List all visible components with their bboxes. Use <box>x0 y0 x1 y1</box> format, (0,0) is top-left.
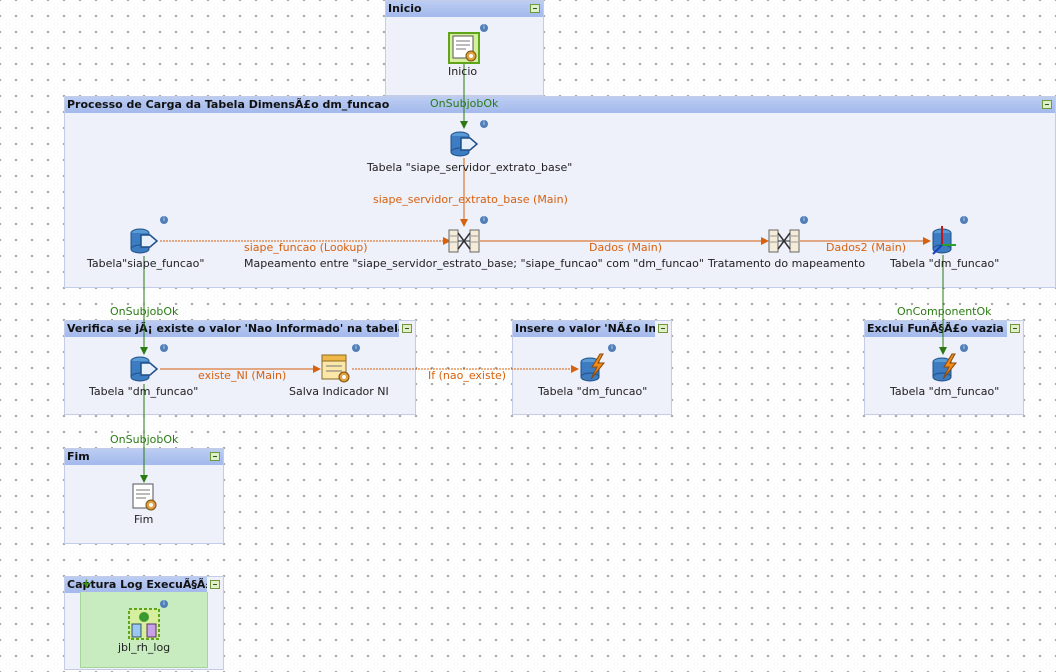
component-jbl-rh-log[interactable] <box>128 608 160 640</box>
postjob-document-icon <box>132 483 157 511</box>
info-icon: i <box>480 120 488 128</box>
info-icon: i <box>160 216 168 224</box>
component-inicio[interactable] <box>448 32 480 64</box>
subjob-title: Verifica se jÃ¡ existe o valor 'Nao Info… <box>65 321 399 337</box>
link-label-onsubjobok[interactable]: OnSubjobOk <box>110 305 179 318</box>
component-label: Tabela "dm_funcao" <box>538 385 648 398</box>
component-label: Tratamento do mapeamento <box>708 257 866 270</box>
link-label-if-nao-existe[interactable]: If (nao_existe) <box>428 369 507 382</box>
link-label-onsubjobok[interactable]: OnSubjobOk <box>430 97 499 110</box>
move-handle-icon[interactable]: + <box>81 577 92 592</box>
set-global-var-icon <box>321 354 350 383</box>
collapse-icon[interactable] <box>1010 324 1020 333</box>
component-tabela-dm-funcao-exclui[interactable] <box>928 353 960 385</box>
info-icon: i <box>160 600 168 608</box>
link-label-servidor-main[interactable]: siape_servidor_extrato_base (Main) <box>373 193 568 206</box>
subjob-title: Insere o valor 'NÃ£o In... <box>513 321 655 337</box>
link-label-dados2-main[interactable]: Dados2 (Main) <box>826 241 906 254</box>
link-label-existe-ni[interactable]: existe_NI (Main) <box>198 369 287 382</box>
component-tratamento[interactable] <box>768 225 800 257</box>
component-tabela-dm-funcao-output[interactable] <box>928 225 960 257</box>
prejob-document-icon <box>448 32 480 64</box>
info-icon: i <box>480 216 488 224</box>
info-icon: i <box>608 344 616 352</box>
component-label: Inicio <box>448 65 478 78</box>
link-label-dados-main[interactable]: Dados (Main) <box>589 241 662 254</box>
info-icon: i <box>960 216 968 224</box>
component-mapeamento[interactable] <box>448 225 480 257</box>
component-tabela-servidor[interactable] <box>448 128 480 160</box>
component-label: Tabela "siape_servidor_extrato_base" <box>367 161 573 174</box>
subjob-title: Captura Log ExecuÃ§Ã£o <box>65 577 207 593</box>
collapse-icon[interactable] <box>210 580 220 589</box>
collapse-icon[interactable] <box>1042 100 1052 109</box>
subjob-verifica[interactable]: Verifica se jÃ¡ existe o valor 'Nao Info… <box>64 320 416 415</box>
collapse-icon[interactable] <box>210 452 220 461</box>
link-label-oncomponentok[interactable]: OnComponentOk <box>897 305 992 318</box>
component-label: Tabela"siape_funcao" <box>87 257 205 270</box>
collapse-icon[interactable] <box>658 324 668 333</box>
collapse-icon[interactable] <box>530 4 540 13</box>
tmap-icon <box>448 229 480 253</box>
component-label: Mapeamento entre "siape_servidor_estrato… <box>244 257 704 270</box>
collapse-icon[interactable] <box>402 324 412 333</box>
info-icon: i <box>480 24 488 32</box>
db-input-icon <box>450 131 479 157</box>
component-label: Salva Indicador NI <box>289 385 389 398</box>
link-label-onsubjobok[interactable]: OnSubjobOk <box>110 433 179 446</box>
info-icon: i <box>800 216 808 224</box>
component-tabela-dm-funcao-input[interactable] <box>128 353 160 385</box>
component-tabela-dm-funcao-insere[interactable] <box>576 353 608 385</box>
info-icon: i <box>352 344 360 352</box>
db-row-icon <box>580 353 606 382</box>
component-label: Fim <box>134 513 154 526</box>
db-input-icon <box>130 228 159 254</box>
db-row-icon <box>932 353 958 382</box>
info-icon: i <box>960 344 968 352</box>
db-output-icon <box>932 226 956 255</box>
component-label: Tabela "dm_funcao" <box>89 385 199 398</box>
subjob-processo[interactable]: Processo de Carga da Tabela DimensÃ£o dm… <box>64 96 1056 288</box>
subjob-title: Inicio <box>386 1 543 17</box>
component-label: jbl_rh_log <box>118 641 171 654</box>
log-catcher-icon <box>128 608 160 640</box>
component-tabela-siape-funcao[interactable] <box>128 225 160 257</box>
component-fim[interactable] <box>128 481 160 513</box>
component-label: Tabela "dm_funcao" <box>890 257 1000 270</box>
component-salva-indicador[interactable] <box>320 353 352 385</box>
subjob-title: Processo de Carga da Tabela DimensÃ£o dm… <box>65 97 1055 113</box>
subjob-title: Exclui FunÃ§Ã£o vazia <box>865 321 1007 337</box>
db-input-icon <box>130 356 159 382</box>
link-label-siape-lookup[interactable]: siape_funcao (Lookup) <box>244 241 368 254</box>
component-label: Tabela "dm_funcao" <box>890 385 1000 398</box>
info-icon: i <box>160 344 168 352</box>
tmap-icon <box>768 229 800 253</box>
